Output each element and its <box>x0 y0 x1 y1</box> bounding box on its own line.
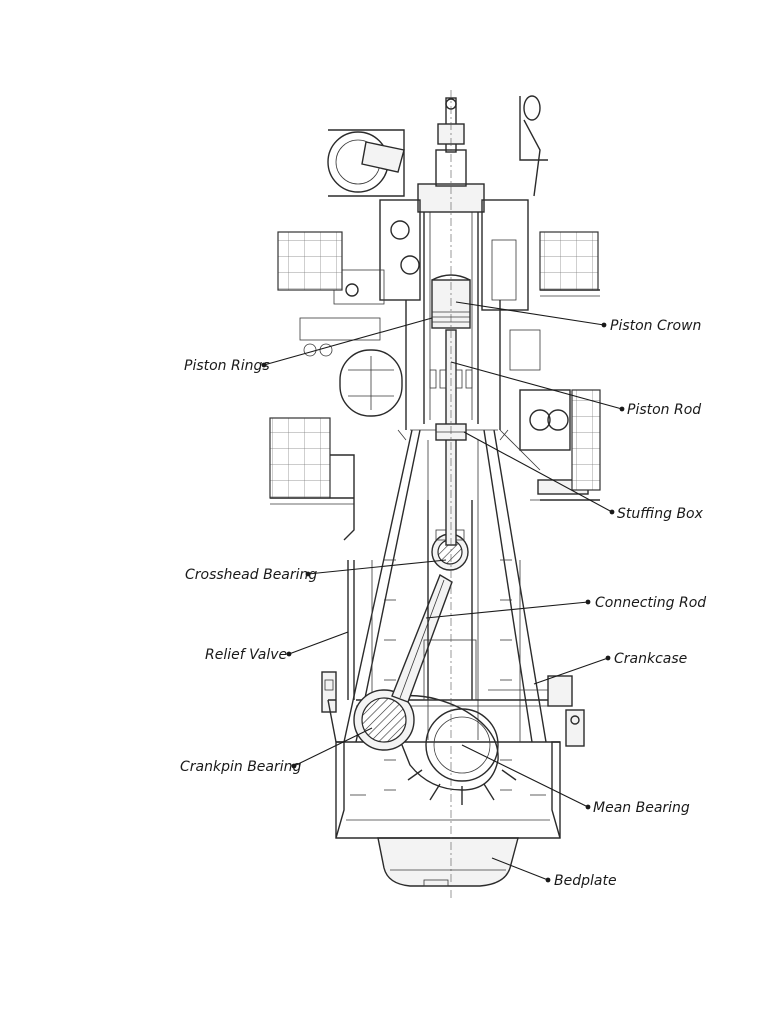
label-piston-rod: Piston Rod <box>627 402 701 418</box>
upper-platform-left <box>277 231 343 291</box>
label-crosshead-bearing: Crosshead Bearing <box>185 567 317 583</box>
label-stuffing-box: Stuffing Box <box>617 506 704 522</box>
mid-platform-right <box>571 389 601 491</box>
bedplate-sump <box>377 837 519 887</box>
label-crankcase: Crankcase <box>614 651 687 667</box>
label-mean-bearing: Mean Bearing <box>593 800 690 816</box>
label-relief-valve: Relief Valve <box>205 647 287 663</box>
callout-labels: Piston Crown Piston Rings Piston Rod Stu… <box>180 318 706 889</box>
label-piston-rings: Piston Rings <box>184 358 270 374</box>
a-frame-left <box>343 429 413 743</box>
crank-web <box>383 694 499 791</box>
cylinder-liner <box>423 210 479 424</box>
scavenge-ports <box>429 369 473 389</box>
callout-leaders <box>261 301 625 883</box>
label-crankpin-bearing: Crankpin Bearing <box>180 759 302 775</box>
upper-platform-right <box>539 231 599 291</box>
engine-drawing <box>269 90 601 900</box>
piston-crown-shape <box>431 274 471 281</box>
crankpin <box>361 697 407 743</box>
label-bedplate: Bedplate <box>554 873 617 889</box>
mid-platform-left <box>269 417 331 499</box>
bedplate-frame <box>335 741 561 839</box>
label-connecting-rod: Connecting Rod <box>595 595 706 611</box>
relief-valve-pipe <box>347 560 355 700</box>
label-piston-crown: Piston Crown <box>610 318 701 334</box>
